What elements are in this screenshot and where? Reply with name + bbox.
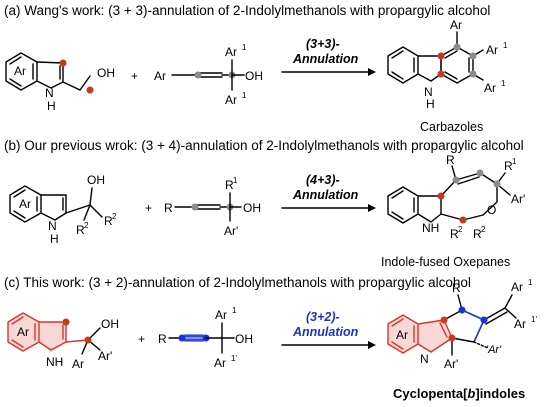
r-label: R xyxy=(452,281,461,295)
plus-sign: + xyxy=(131,69,138,83)
ar1-label: Ar xyxy=(225,93,237,107)
arp-label: Ar' xyxy=(224,224,238,238)
oh-label: OH xyxy=(235,332,253,346)
n-label: N xyxy=(420,352,429,366)
o-label: O xyxy=(487,203,496,217)
arp-label: Ar' xyxy=(98,349,112,363)
caption-b: (b) Our previous wrok: (3 + 4)-annulatio… xyxy=(4,138,524,153)
ar-label: Ar xyxy=(19,197,31,211)
oh-label: OH xyxy=(101,317,119,331)
oh-label: OH xyxy=(97,66,115,80)
arrow-label-line1: (3+2)- xyxy=(306,310,340,324)
product-name-c: Cyclopenta[b]indoles xyxy=(393,386,525,401)
svg-text:1: 1 xyxy=(503,41,508,50)
ar-label: Ar xyxy=(154,69,166,83)
r2-label: R xyxy=(473,227,482,241)
svg-text:2: 2 xyxy=(112,212,117,221)
arp-label: 'Ar' xyxy=(486,344,502,356)
ar1-label: Ar xyxy=(215,308,227,322)
r2-label: R xyxy=(104,214,113,228)
product-name-a: Carbazoles xyxy=(420,120,483,134)
h-label: H xyxy=(50,232,59,246)
svg-text:1: 1 xyxy=(242,91,247,100)
nh-label: NH xyxy=(422,221,439,235)
caption-a: (a) Wang's work: (3 + 3)-annulation of 2… xyxy=(4,3,490,18)
product-oxepane: R R 1 Ar' O NH R 2 R 2 Indole-fused Oxep… xyxy=(381,153,525,269)
caption-c: (c) This work: (3 + 2)-annulation of 2-I… xyxy=(4,275,471,290)
ar-label: Ar xyxy=(14,64,26,78)
svg-text:1': 1' xyxy=(231,354,237,363)
ar-label: Ar xyxy=(396,328,408,342)
ar1p-label: Ar xyxy=(214,356,226,370)
reaction-arrow-b: (4+3)- Annulation xyxy=(281,173,376,212)
ar1-label: Ar xyxy=(225,45,237,59)
svg-text:1: 1 xyxy=(528,278,533,287)
arp-label: Ar' xyxy=(511,192,525,206)
r-label: R xyxy=(164,201,173,215)
ar1-label: Ar xyxy=(486,43,498,57)
reactant-indole-c: Ar OH NH Ar Ar' xyxy=(7,312,119,371)
svg-text:2: 2 xyxy=(84,221,89,230)
reactant-indole-b: Ar OH N H R 2 R 2 xyxy=(9,173,117,246)
product-carbazole: Ar Ar 1 Ar 1 N H Carbazoles xyxy=(387,18,508,134)
reactive-site-dot xyxy=(86,86,94,94)
reaction-arrow-a: (3+3)- Annulation xyxy=(281,37,376,76)
ar1-label: Ar xyxy=(484,81,496,95)
ar1-label: Ar xyxy=(511,280,523,294)
reactive-site-dot xyxy=(59,59,67,67)
arrow-label-line2: Annulation xyxy=(292,188,359,202)
arrow-label-line2: Annulation xyxy=(292,52,359,66)
oh-label: OH xyxy=(245,69,263,83)
r-label: R xyxy=(446,153,455,167)
plus-sign: + xyxy=(145,201,152,215)
arrow-label-line1: (3+3)- xyxy=(306,37,340,51)
svg-text:1: 1 xyxy=(512,157,517,166)
arrow-label-line2: Annulation xyxy=(292,325,359,339)
product-cyclopentaindole: Ar N R Ar 1 Ar 1' 'Ar' Ar' Cyclopenta[b]… xyxy=(387,278,537,401)
section-a: (a) Wang's work: (3 + 3)-annulation of 2… xyxy=(4,3,508,134)
svg-text:1': 1' xyxy=(531,315,537,324)
alkyne-carbon-dot xyxy=(194,71,202,79)
r1-label: R xyxy=(504,159,513,173)
nh-label: NH xyxy=(46,355,63,369)
reactant-indole-a: Ar N H OH xyxy=(5,52,115,113)
svg-text:2: 2 xyxy=(481,225,486,234)
h-label: H xyxy=(426,97,435,111)
svg-text:1: 1 xyxy=(501,79,506,88)
plus-sign: + xyxy=(138,332,145,346)
ar1p-label: Ar xyxy=(514,317,526,331)
reactant-propargyl-a: Ar Ar 1 OH Ar 1 xyxy=(154,43,263,107)
r2-label: R xyxy=(450,227,459,241)
reactant-propargyl-c: R Ar 1 OH Ar 1' xyxy=(158,306,253,370)
reactant-propargyl-b: R R 1 OH Ar' xyxy=(164,176,261,238)
reaction-arrow-c: (3+2)- Annulation xyxy=(281,310,376,349)
svg-text:1: 1 xyxy=(242,43,247,52)
h-label: H xyxy=(47,99,56,113)
arp-label: Ar' xyxy=(444,357,458,371)
svg-text:1: 1 xyxy=(233,176,238,185)
n-label: N xyxy=(424,85,433,99)
product-name-b: Indole-fused Oxepanes xyxy=(381,255,510,269)
ar-label: Ar xyxy=(72,357,84,371)
n-label: N xyxy=(45,86,54,100)
oh-label: OH xyxy=(87,173,105,187)
r1-label: R xyxy=(225,178,234,192)
ar-label: Ar xyxy=(17,325,29,339)
n-label: N xyxy=(48,219,57,233)
svg-text:1: 1 xyxy=(232,306,237,315)
arrow-label-line1: (4+3)- xyxy=(306,173,340,187)
oh-label: OH xyxy=(243,201,261,215)
ar-label: Ar xyxy=(450,18,462,32)
r-label: R xyxy=(158,332,167,346)
r2-label: R xyxy=(76,223,85,237)
section-c: (c) This work: (3 + 2)-annulation of 2-I… xyxy=(4,275,537,401)
svg-text:2: 2 xyxy=(458,225,463,234)
section-b: (b) Our previous wrok: (3 + 4)-annulatio… xyxy=(4,138,525,269)
